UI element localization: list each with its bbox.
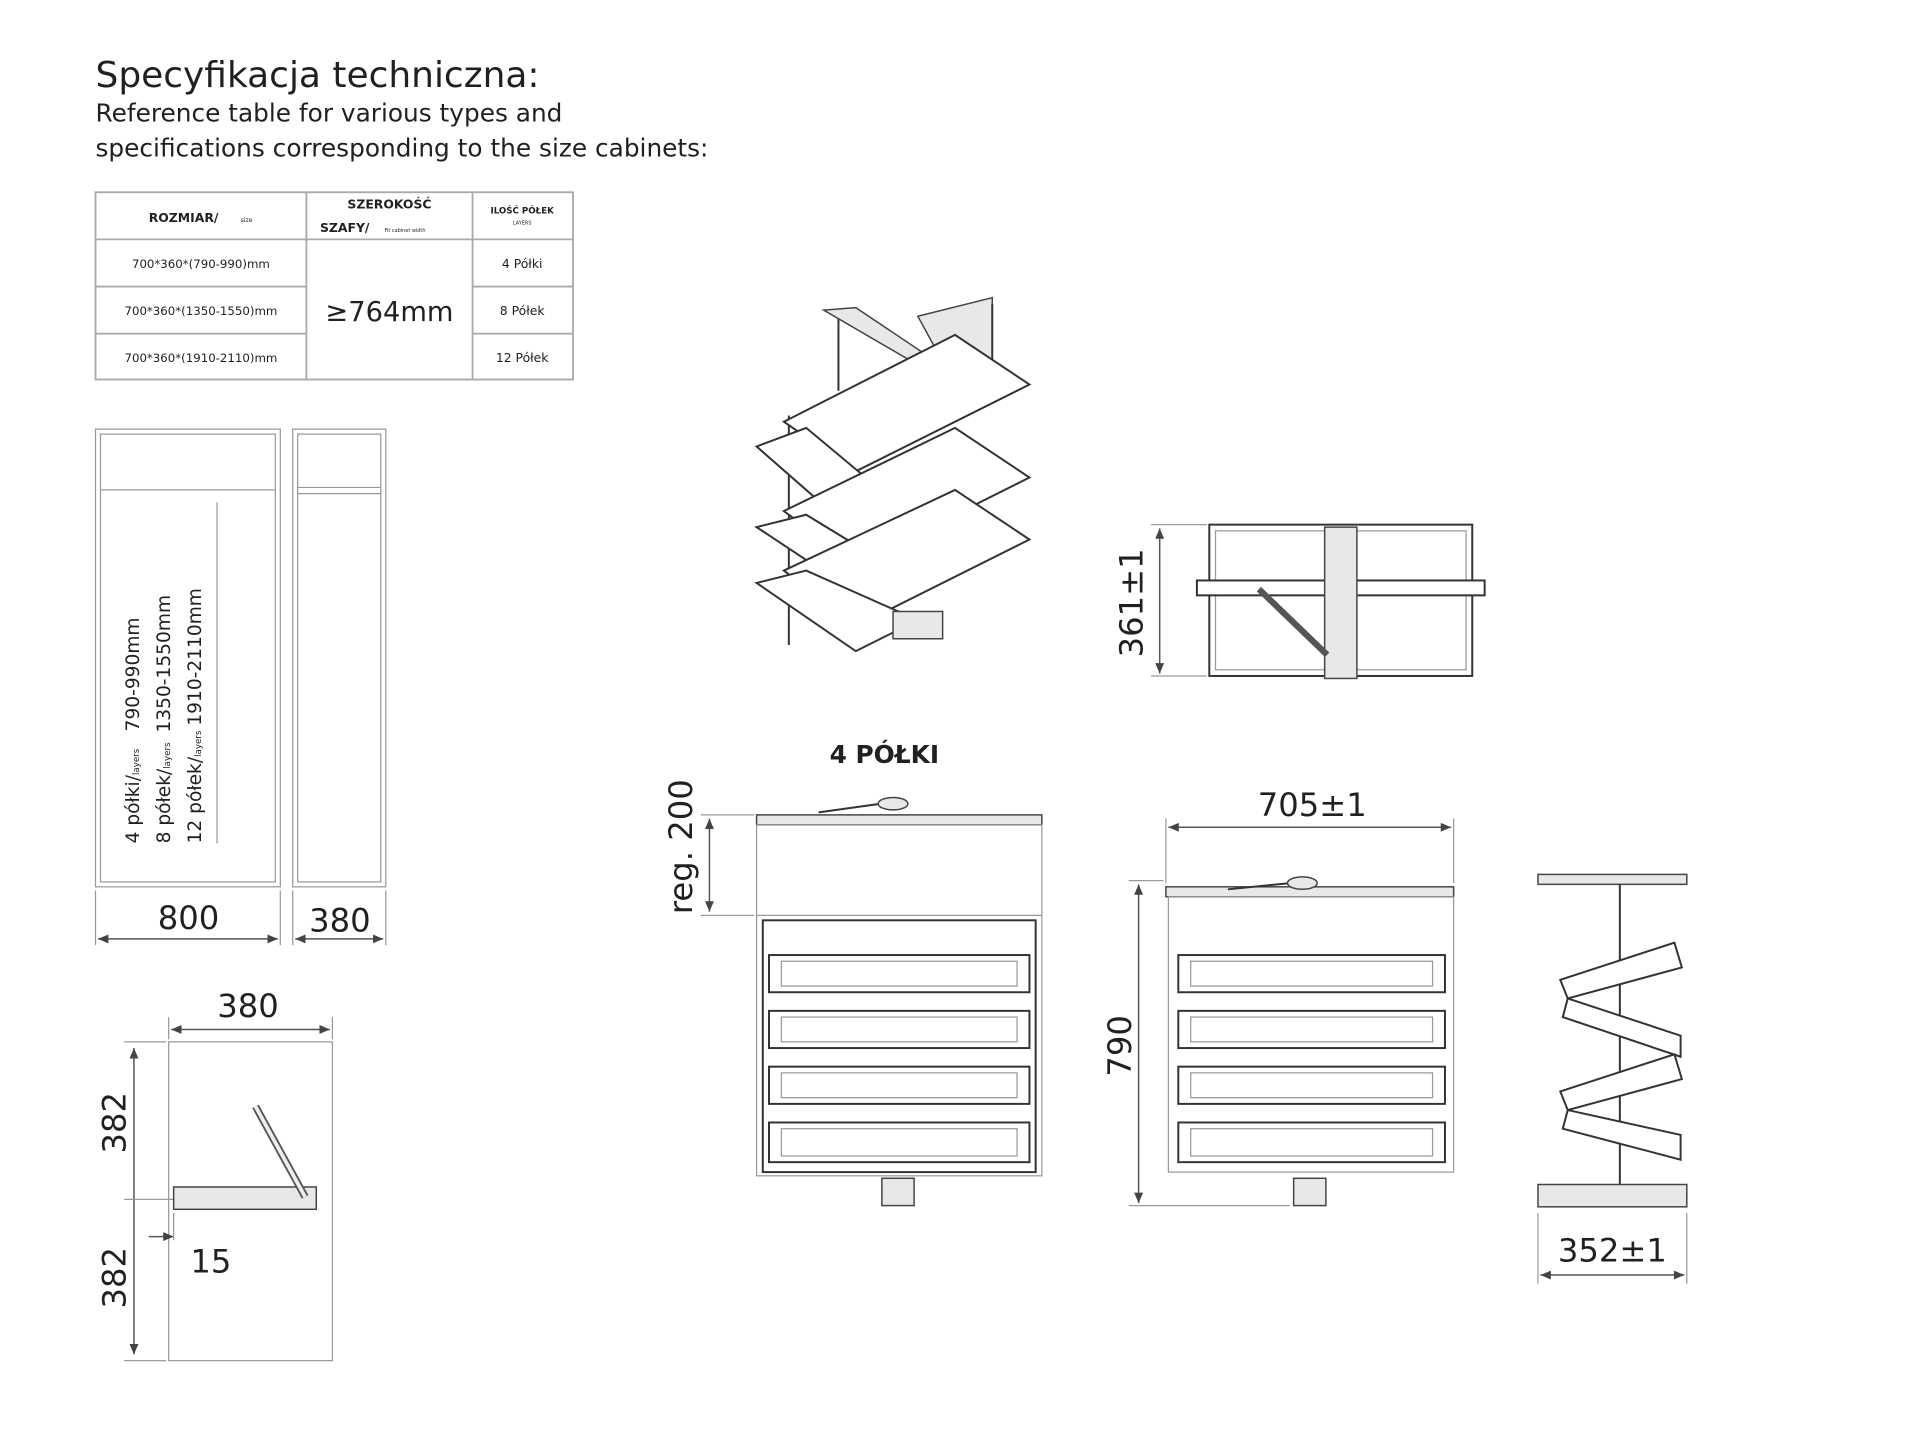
page-title: Specyfikacja techniczna: xyxy=(96,55,540,96)
row-3-size: 700*360*(1910-2110)mm xyxy=(124,351,277,365)
row-1-size: 700*360*(790-990)mm xyxy=(132,257,270,271)
top-depth-dim: 361±1 xyxy=(1112,548,1150,657)
front-row-2: 8 półek/layers1350-1550mm xyxy=(154,595,175,843)
header-size-sub: size xyxy=(241,217,253,224)
spec-table: ROZMIAR/ size SZEROKOŚĆ SZAFY/ Fit cabin… xyxy=(94,191,574,381)
plan-offset-dim: 15 xyxy=(190,1243,231,1281)
isometric-view xyxy=(754,296,1032,653)
subtitle-line-1: Reference table for various types and xyxy=(96,99,563,128)
top-view: 361±1 xyxy=(1112,523,1486,680)
reg-dim: reg. 200 xyxy=(662,779,700,914)
front-view-dimensioned: 705±1 790 xyxy=(1101,786,1455,1207)
row-2-layers: 8 Półek xyxy=(500,303,546,318)
header-size: ROZMIAR/ xyxy=(149,210,219,225)
header-width-sub: Fit cabinet width xyxy=(384,228,425,234)
subtitle-line-2: specifications corresponding to the size… xyxy=(96,133,709,162)
plan-view: 380 382 382 15 xyxy=(95,987,334,1362)
plan-top-dim: 380 xyxy=(217,987,279,1025)
plan-lower-dim: 382 xyxy=(95,1247,133,1309)
side-view: 352±1 xyxy=(1537,873,1688,1284)
row-1-layers: 4 Półki xyxy=(502,256,543,271)
header-layers: ILOŚĆ PÓŁEK xyxy=(490,204,554,216)
cabinet-front-elevation: 4 półki/layers790-990mm 8 półek/layers13… xyxy=(94,428,281,946)
side-width-dim: 380 xyxy=(309,901,371,939)
side-depth-dim: 352±1 xyxy=(1558,1231,1667,1269)
front-row-1: 4 półki/layers790-990mm xyxy=(123,617,144,843)
header-width-2: SZAFY/ xyxy=(320,220,370,235)
front-width-dim: 800 xyxy=(158,899,220,937)
header-layers-sub: LAYERS xyxy=(513,220,532,226)
plan-upper-dim: 382 xyxy=(95,1092,133,1154)
front-view-4-shelves: 4 PÓŁKI reg. 200 xyxy=(662,739,1043,1207)
front-width-705: 705±1 xyxy=(1258,786,1367,824)
row-2-size: 700*360*(1350-1550)mm xyxy=(124,304,277,318)
front-height-790: 790 xyxy=(1101,1015,1139,1077)
front-view-title: 4 PÓŁKI xyxy=(830,739,940,769)
cabinet-side-elevation: 380 xyxy=(292,428,387,946)
front-row-3: 12 półek/layers1910-2110mm xyxy=(185,588,206,843)
header-width-1: SZEROKOŚĆ xyxy=(347,196,431,211)
cabinet-width-value: ≥764mm xyxy=(325,297,453,328)
row-3-layers: 12 Półek xyxy=(496,350,549,365)
